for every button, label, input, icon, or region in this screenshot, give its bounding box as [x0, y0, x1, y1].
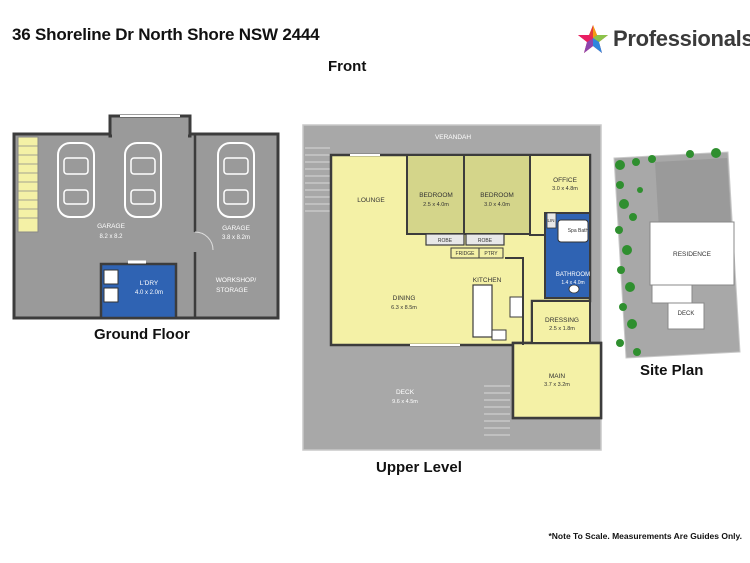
bedroom-1-size: 2.5 x 4.0m [423, 202, 449, 208]
bedroom-1 [406, 154, 465, 235]
site-deck-label: DECK [678, 311, 695, 317]
tree-icon [615, 148, 721, 356]
bathroom-label: BATHROOM [556, 272, 590, 278]
bedroom-2 [463, 154, 531, 235]
laundry-size: 4.0 x 2.0m [135, 290, 163, 296]
garage-side-label: GARAGE [222, 225, 250, 232]
pantry-label: PTRY [484, 251, 498, 257]
dressing-label: DRESSING [545, 317, 579, 324]
ground-floor-plan [12, 114, 280, 320]
cooktop-icon [509, 296, 524, 318]
disclaimer-note: *Note To Scale. Measurements Are Guides … [548, 531, 742, 541]
laundry-label: L'DRY [140, 280, 159, 287]
bedroom-1-label: BEDROOM [419, 192, 453, 199]
garage-main-size: 8.2 x 8.2 [99, 234, 123, 240]
laundry-tub-icon [103, 269, 119, 285]
bathroom-size: 1.4 x 4.0m [561, 280, 584, 286]
brand-logo: Professionals [577, 24, 750, 54]
upper-level-title: Upper Level [376, 459, 462, 476]
linen-label: LIN [547, 218, 554, 223]
workshop-label-2: STORAGE [216, 287, 248, 294]
ground-stairs [17, 136, 39, 233]
property-address: 36 Shoreline Dr North Shore NSW 2444 [12, 25, 320, 44]
robe-1 [425, 233, 465, 246]
washer-icon [103, 287, 119, 303]
bedroom-2-size: 3.0 x 4.0m [484, 202, 510, 208]
fridge-label: FRIDGE [456, 251, 476, 257]
sink-icon [491, 329, 507, 341]
pantry [478, 247, 504, 259]
office-size: 3.0 x 4.8m [552, 186, 578, 192]
front-label: Front [328, 58, 367, 75]
workshop-label-1: WORKSHOP/ [216, 277, 257, 284]
kitchen-label: KITCHEN [473, 277, 502, 284]
dining-label: DINING [393, 295, 416, 302]
kitchen-island [472, 284, 493, 338]
dressing-size: 2.5 x 1.8m [549, 326, 575, 332]
verandah-label: VERANDAH [435, 134, 471, 141]
deck-size: 9.6 x 4.5m [392, 399, 418, 405]
bedroom-2-label: BEDROOM [480, 192, 514, 199]
brand-name: Professionals [613, 26, 750, 51]
residence-label: RESIDENCE [673, 251, 712, 258]
upper-level-plan [302, 124, 603, 451]
dining-size: 6.3 x 8.5m [391, 305, 417, 311]
site-residence [649, 221, 735, 286]
robe-1-label: ROBE [438, 238, 453, 244]
robe-2-label: ROBE [478, 238, 493, 244]
upper-stairs-left [305, 147, 330, 212]
office-label: OFFICE [553, 177, 577, 184]
deck-label: DECK [396, 389, 415, 396]
site-plan-title: Site Plan [640, 362, 704, 379]
garage-side-size: 3.8 x 8.2m [222, 235, 250, 241]
car-icon [124, 142, 162, 218]
spa-label: Spa Bath [568, 228, 589, 234]
car-icon [57, 142, 95, 218]
spa-bath-icon [557, 219, 589, 243]
lounge-label: LOUNGE [357, 197, 385, 204]
deck-stairs [484, 385, 510, 436]
star-logo-icon [578, 25, 608, 53]
garage-main-label: GARAGE [97, 223, 125, 230]
site-deck [667, 302, 705, 330]
ground-floor-title: Ground Floor [94, 326, 190, 343]
main-size: 3.7 x 3.2m [544, 382, 570, 388]
linen-cupboard [546, 212, 557, 229]
robe-2 [465, 233, 505, 246]
car-icon [217, 142, 255, 218]
main-bedroom [511, 341, 603, 420]
main-label: MAIN [549, 373, 566, 380]
dressing-room [531, 300, 591, 344]
toilet-icon [568, 284, 580, 294]
site-plan [613, 148, 741, 359]
